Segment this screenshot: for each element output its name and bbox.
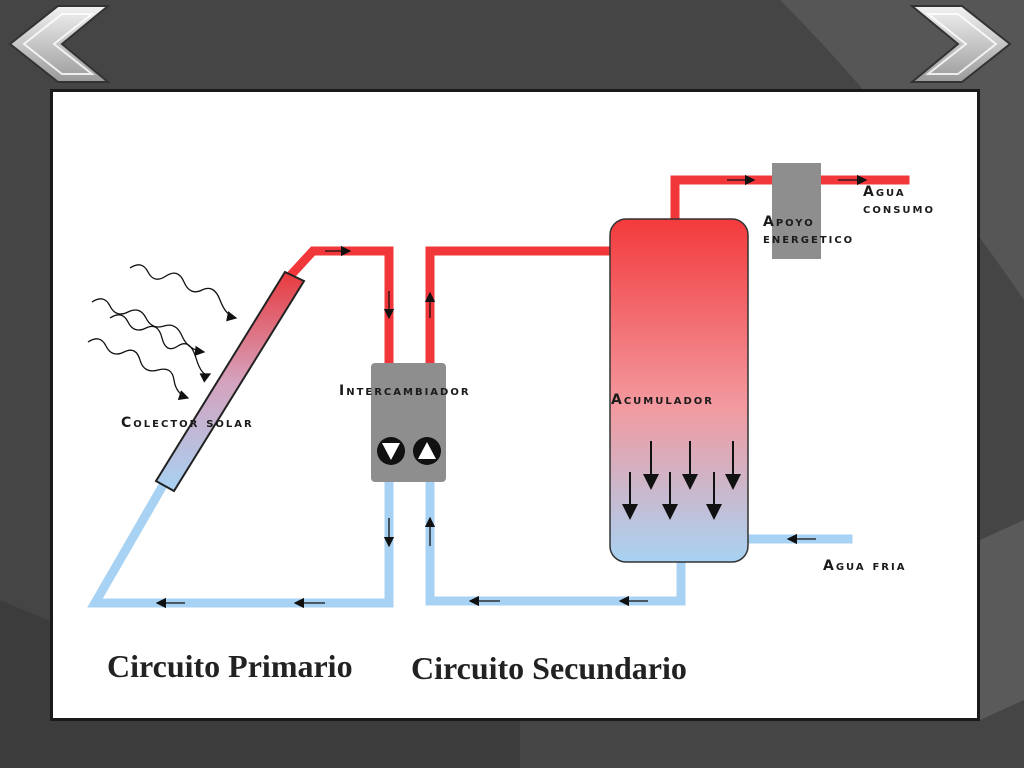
cold-water-label: Agua fria	[823, 558, 907, 574]
exchanger-label: Intercambiador	[339, 383, 471, 399]
secondary-circuit-caption: Circuito Secundario	[411, 650, 687, 686]
heat-exchanger	[371, 363, 446, 482]
support-label: Apoyo energetico	[763, 214, 855, 247]
energy-support-box	[772, 163, 821, 259]
primary-cold-pipe	[87, 477, 394, 608]
pump-up-icon	[413, 437, 441, 465]
solar-collector	[154, 270, 306, 493]
diagram-drawing	[87, 163, 910, 609]
primary-circuit-caption: Circuito Primario	[107, 648, 353, 684]
tank-flow-arrows	[622, 441, 741, 520]
solar-system-diagram: Colector solar Intercambiador Acumulador…	[50, 89, 980, 721]
accumulator-label: Acumulador	[611, 392, 714, 408]
sun-rays	[87, 264, 238, 401]
previous-slide-button[interactable]	[6, 4, 111, 84]
chevron-left-icon	[8, 5, 111, 83]
collector-label: Colector solar	[121, 415, 254, 431]
flow-arrows	[155, 174, 868, 609]
consumption-label: Agua consumo	[863, 184, 935, 217]
pump-down-icon	[377, 437, 405, 465]
next-slide-button[interactable]	[909, 4, 1014, 84]
primary-hot-pipe	[283, 246, 394, 370]
chevron-right-icon	[909, 5, 1012, 83]
